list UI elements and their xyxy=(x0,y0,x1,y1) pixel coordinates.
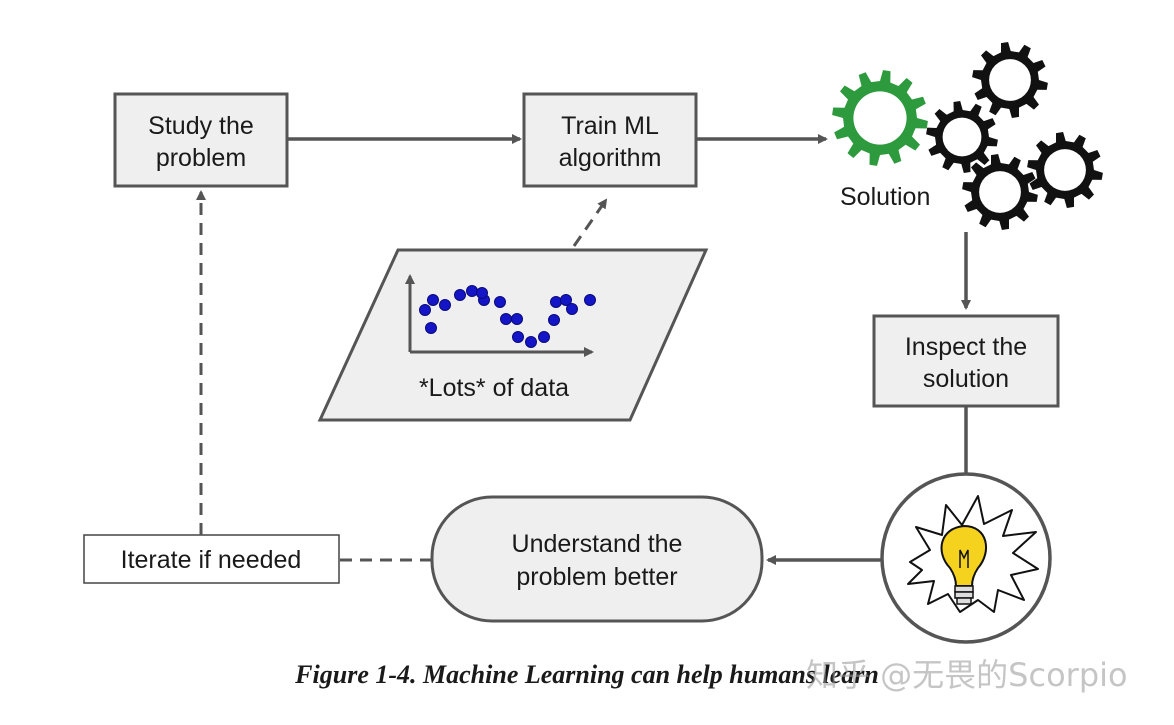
lightbulb-icon xyxy=(880,472,1052,644)
gear-icon-3 xyxy=(1027,132,1103,208)
data-point xyxy=(525,336,537,348)
data-point xyxy=(419,304,431,316)
data-label: *Lots* of data xyxy=(419,374,569,402)
inspect-solution-box: Inspect the solution xyxy=(872,314,1060,408)
gear-icon-1 xyxy=(972,42,1048,118)
data-point xyxy=(548,314,560,326)
gear-icon-green xyxy=(832,70,928,166)
iterate-box: Iterate if needed xyxy=(83,534,340,584)
data-point xyxy=(550,296,562,308)
data-points xyxy=(419,285,596,348)
gear-cluster xyxy=(832,42,1103,230)
data-point xyxy=(500,313,512,325)
data-point xyxy=(538,331,550,343)
data-parallelogram: *Lots* of data xyxy=(317,248,709,422)
data-point xyxy=(584,294,596,306)
solution-label: Solution xyxy=(840,183,930,211)
train-label-line2: algorithm xyxy=(559,144,662,172)
study-problem-box: Study the problem xyxy=(113,92,289,188)
data-point xyxy=(512,331,524,343)
data-point xyxy=(427,294,439,306)
understand-label-line2: problem better xyxy=(516,563,677,591)
data-point xyxy=(511,313,523,325)
data-point xyxy=(566,303,578,315)
inspect-label-line1: Inspect the xyxy=(905,333,1027,361)
data-point xyxy=(439,299,451,311)
gear-icon-2 xyxy=(926,101,998,173)
understand-problem-box: Understand the problem better xyxy=(430,495,764,623)
study-label-line2: problem xyxy=(156,144,246,172)
dashed-data-to-train xyxy=(572,198,608,247)
data-point xyxy=(466,285,478,297)
train-label-line1: Train ML xyxy=(561,112,659,140)
watermark: 知乎 @无畏的Scorpio xyxy=(806,656,1128,694)
data-point xyxy=(476,287,488,299)
figure-caption: Figure 1-4. Machine Learning can help hu… xyxy=(295,660,879,689)
data-point xyxy=(560,294,572,306)
study-label-line1: Study the xyxy=(148,112,254,140)
data-point xyxy=(425,322,437,334)
gear-icon-4 xyxy=(962,154,1038,230)
data-point xyxy=(454,289,466,301)
train-ml-box: Train ML algorithm xyxy=(522,92,698,188)
data-point xyxy=(494,296,506,308)
understand-label-line1: Understand the xyxy=(512,530,683,558)
inspect-label-line2: solution xyxy=(923,365,1009,393)
iterate-label: Iterate if needed xyxy=(121,546,302,574)
